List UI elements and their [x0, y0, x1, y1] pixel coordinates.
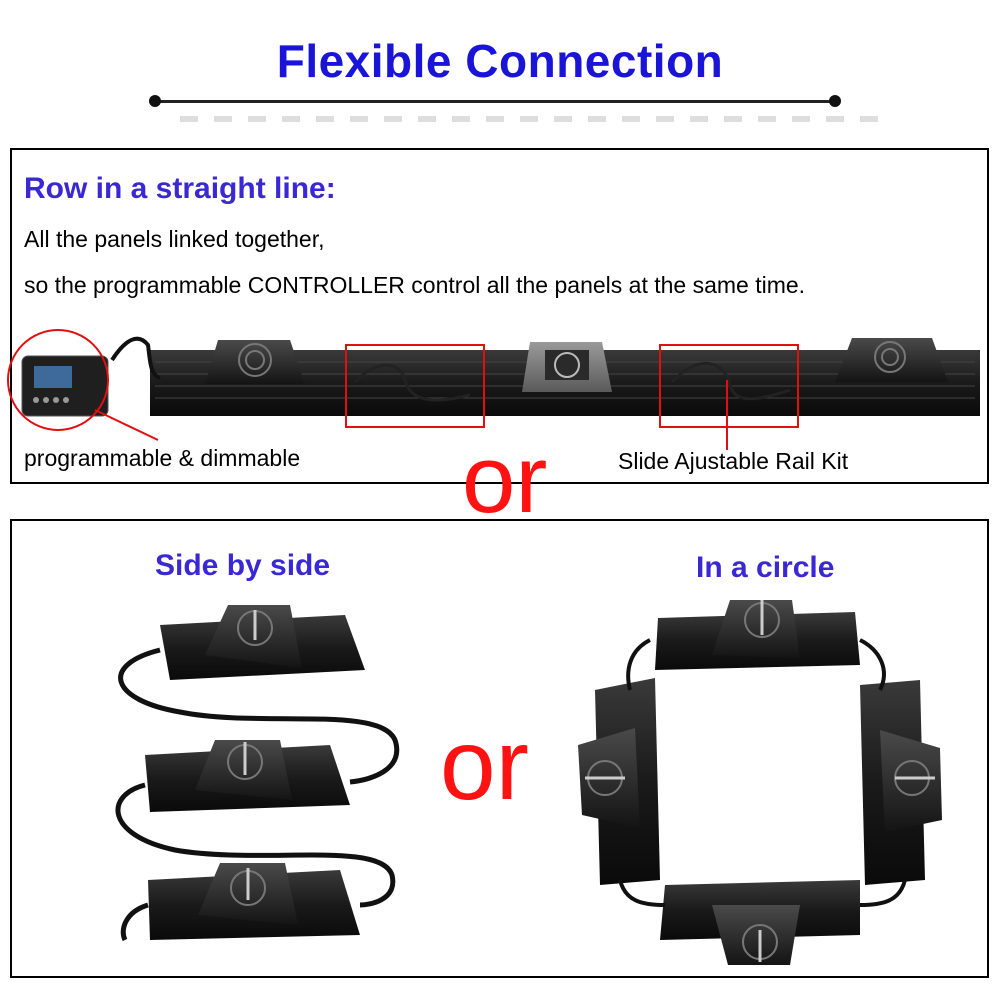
fixture-hub-center	[522, 342, 612, 392]
divider-dot-right	[829, 95, 841, 107]
fixture-unit-bottom	[148, 863, 360, 940]
rail-kit-highlight-right	[659, 344, 799, 428]
straight-line-description-2: so the programmable CONTROLLER control a…	[24, 272, 806, 298]
fixture-unit-circle-top	[655, 600, 860, 670]
controller-device	[21, 355, 109, 417]
circle-arrangement-fixtures	[578, 600, 942, 965]
fixture-unit-circle-left	[578, 678, 660, 885]
in-a-circle-heading: In a circle	[696, 551, 835, 584]
or-separator-middle: or	[440, 709, 529, 821]
divider-dot-left	[149, 95, 161, 107]
side-by-side-heading: Side by side	[155, 549, 331, 582]
arrangement-options-panel	[10, 519, 989, 978]
fixture-unit-circle-bottom	[660, 880, 860, 965]
fixture-hub-right	[835, 338, 948, 382]
straight-line-description-1: All the panels linked together,	[24, 226, 325, 252]
straight-line-panel	[10, 148, 989, 484]
fixture-unit-top	[160, 605, 365, 680]
fixture-unit-middle	[145, 740, 350, 812]
rail-kit-label: Slide Ajustable Rail Kit	[618, 448, 849, 474]
title-divider	[149, 95, 841, 107]
page-title: Flexible Connection	[276, 35, 724, 87]
fixture-hub-left	[205, 340, 305, 384]
controller-callout-line	[94, 409, 159, 441]
or-separator-large: or	[462, 426, 548, 533]
side-by-side-fixtures	[115, 605, 400, 942]
faint-text-strip	[180, 116, 880, 122]
controller-label: programmable & dimmable	[24, 445, 301, 471]
controller-highlight-circle	[7, 329, 109, 431]
straight-line-heading: Row in a straight line:	[24, 172, 336, 205]
fixture-unit-circle-right	[860, 680, 942, 885]
rail-kit-highlight-left	[345, 344, 485, 428]
straight-line-fixture-row	[110, 336, 980, 416]
